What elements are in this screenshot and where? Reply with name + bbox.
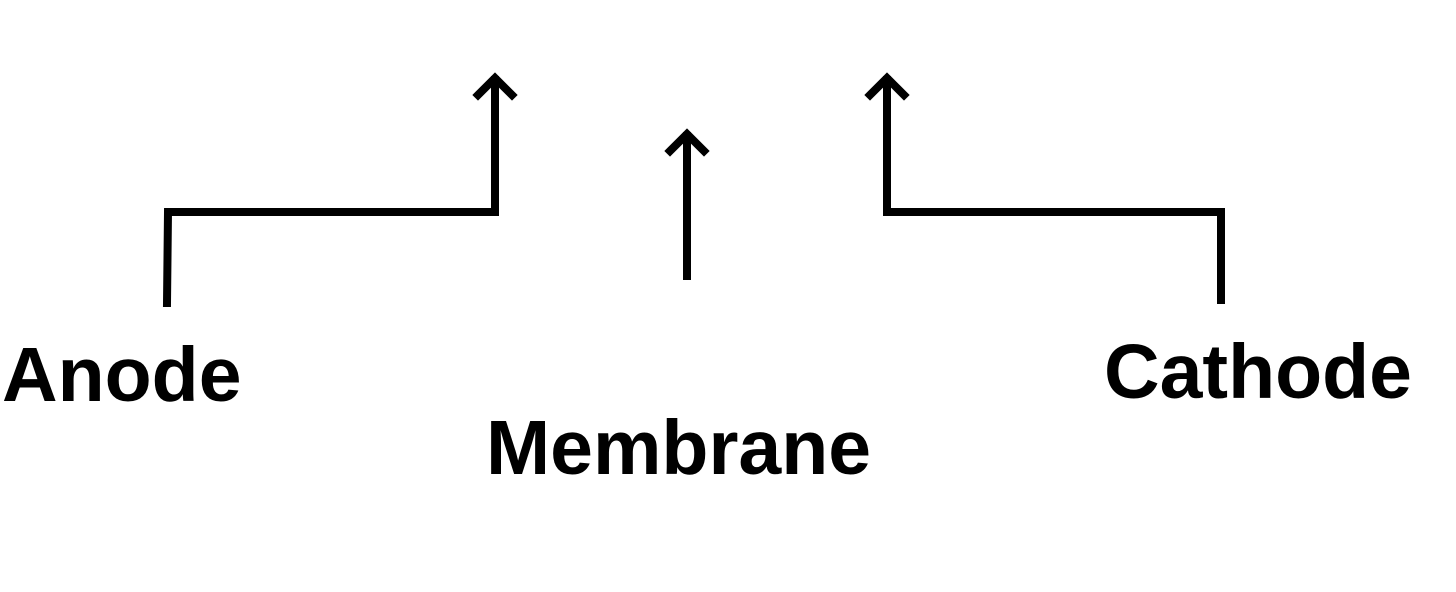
cathode-arrowhead: [864, 72, 910, 101]
anode-label: Anode: [2, 332, 242, 418]
anode-connector-line: [162, 76, 499, 308]
cathode-label: Cathode: [1104, 329, 1412, 415]
membrane-arrowhead: [664, 128, 710, 157]
cathode-connector-line: [883, 76, 1225, 304]
membrane-label: Membrane: [486, 405, 872, 491]
anode-arrowhead: [472, 72, 518, 101]
